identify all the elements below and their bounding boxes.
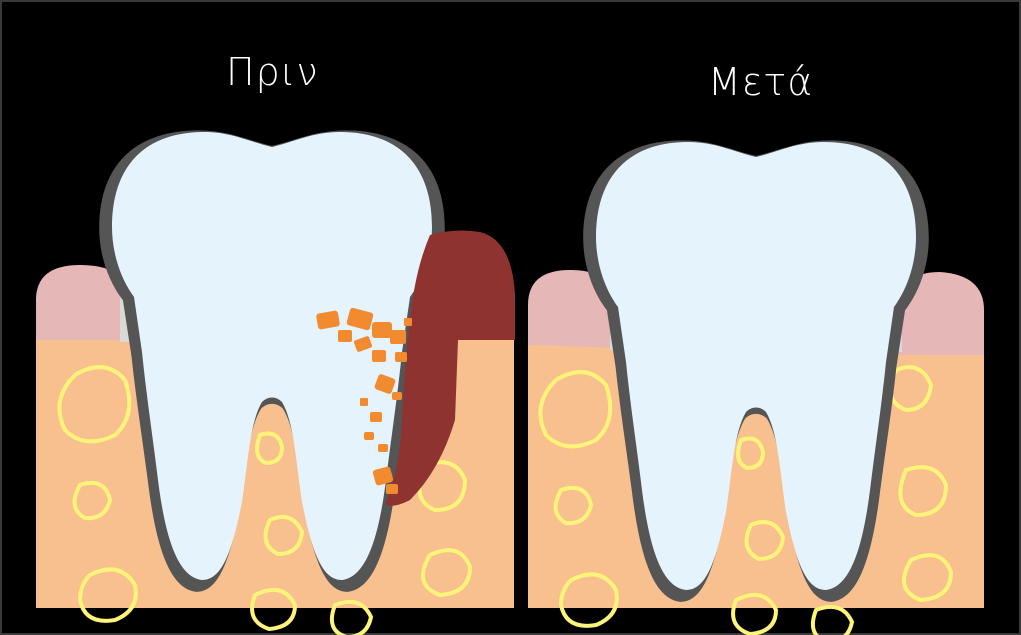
after-label: Μετά: [708, 60, 814, 104]
before-label: Πριν: [226, 50, 319, 94]
after-gum-right: [895, 272, 984, 355]
after-panel: [528, 140, 984, 635]
before-tartar: [385, 230, 515, 506]
before-debris: [316, 307, 412, 494]
before-gum-left: [36, 265, 130, 340]
before-panel: [36, 130, 515, 635]
